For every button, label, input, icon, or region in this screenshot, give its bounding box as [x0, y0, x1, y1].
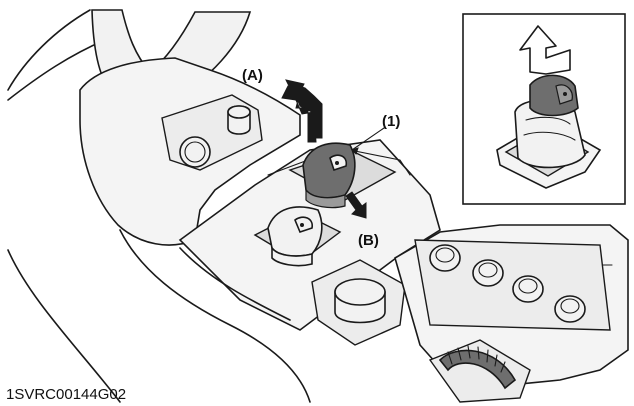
arrow-b [345, 191, 367, 219]
label-part-1: (1) [382, 113, 400, 130]
switch-1 [429, 244, 461, 272]
inset-detail [462, 13, 626, 205]
switch-4 [554, 295, 586, 323]
lever-2 [267, 206, 323, 267]
round-control-button [311, 259, 406, 346]
lever-2-handle [267, 206, 323, 257]
lever-1 [302, 142, 356, 209]
main-console-illustration [7, 9, 629, 403]
switch-2 [472, 259, 504, 287]
inset-up-arrow-icon [519, 25, 571, 75]
switch-row [414, 239, 611, 331]
label-direction-a: (A) [242, 67, 263, 84]
switch-3 [512, 275, 544, 303]
figure-code: 1SVRC00144G02 [6, 386, 126, 403]
round-knob-1 [179, 136, 211, 168]
left-switch-panel [161, 94, 263, 171]
dial-wheel [428, 339, 531, 403]
leader-line-1 [351, 127, 385, 151]
label-direction-b: (B) [358, 232, 379, 249]
lever-1-handle [302, 142, 356, 199]
arrow-b-icon [345, 191, 367, 219]
console-lower-edge [119, 229, 311, 403]
dashboard-edge [7, 9, 91, 91]
